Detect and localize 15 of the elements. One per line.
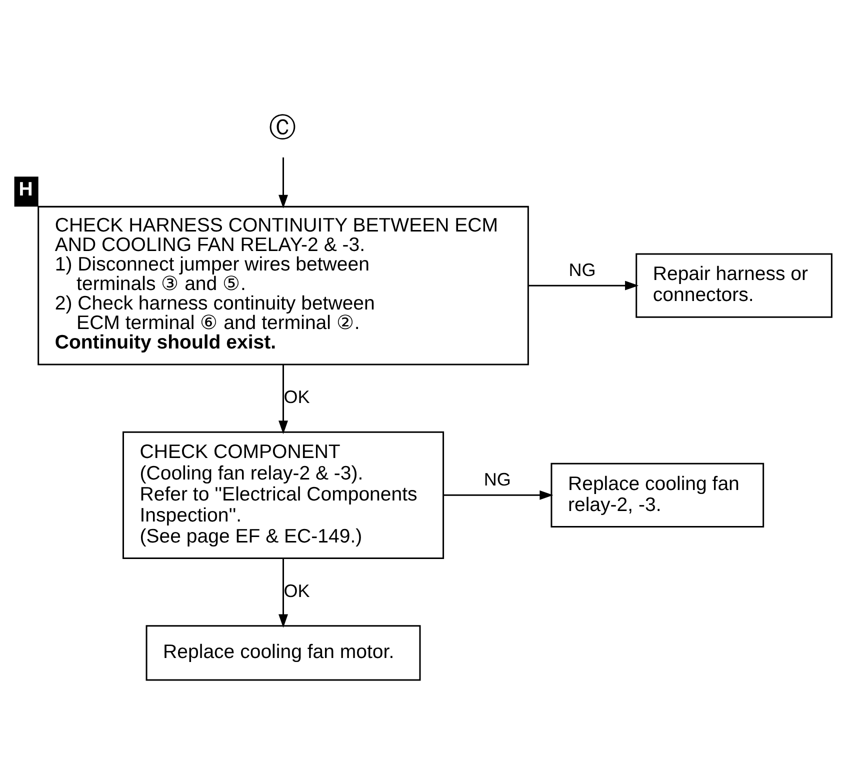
node-text: Ⓒ <box>268 112 296 143</box>
edge-label: NG <box>568 260 596 280</box>
node-box: Replace cooling fan relay-2, -3. <box>550 462 764 528</box>
node-label: H <box>18 178 33 200</box>
edge-label: NG <box>484 470 511 490</box>
edge-label: OK <box>284 386 310 407</box>
arrow <box>444 490 554 500</box>
edge-label: OK <box>284 580 310 601</box>
node-box: CHECK COMPONENT (Cooling fan relay-2 & -3). Refer to ''Electrical Components Inspection''. (See page EF & EC-149.) <box>122 431 444 560</box>
arrow <box>278 157 288 208</box>
node-box: Replace cooling fan motor. <box>146 625 421 681</box>
arrow <box>528 280 639 290</box>
node-box: Repair harness or connectors. <box>636 253 832 318</box>
arrow <box>278 364 288 434</box>
arrow <box>278 558 288 628</box>
